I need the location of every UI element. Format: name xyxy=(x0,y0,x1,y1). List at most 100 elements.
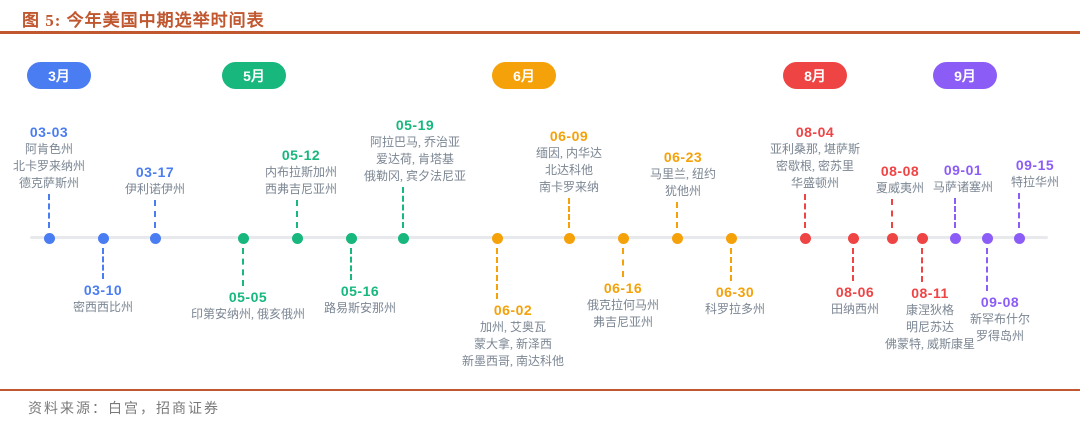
event-connector xyxy=(496,248,498,299)
event-connector xyxy=(921,248,923,282)
event-dot xyxy=(43,232,55,244)
month-pill-jun: 6月 xyxy=(492,62,556,89)
event-connector xyxy=(154,200,156,228)
event-location: 佛蒙特, 威斯康星 xyxy=(884,337,976,351)
event-dot xyxy=(345,232,357,244)
title-rule xyxy=(0,31,1080,34)
event-location: 华盛顿州 xyxy=(790,176,840,190)
month-pill-sep: 9月 xyxy=(933,62,997,89)
event-location: 田纳西州 xyxy=(830,302,880,316)
event-connector xyxy=(730,248,732,281)
event-date: 05-19 xyxy=(395,117,435,133)
event-dot xyxy=(886,232,898,244)
event-location: 北达科他 xyxy=(544,163,594,177)
event-connector xyxy=(242,248,244,286)
event-date: 03-10 xyxy=(83,282,123,298)
event-location: 密歇根, 密苏里 xyxy=(775,159,855,173)
event-dot xyxy=(491,232,503,244)
event-label: 05-05 印第安纳州, 俄亥俄州 xyxy=(191,288,305,323)
event-dot xyxy=(1013,232,1025,244)
event-date: 06-02 xyxy=(493,302,533,318)
month-pill-mar: 3月 xyxy=(27,62,91,89)
event-date: 03-03 xyxy=(29,124,69,140)
event-location: 路易斯安那州 xyxy=(323,301,397,315)
event-dot xyxy=(97,232,109,244)
event-connector xyxy=(568,198,570,228)
event-location: 内布拉斯加州 xyxy=(264,165,338,179)
event-location: 新罕布什尔 xyxy=(969,312,1031,326)
event-date: 03-17 xyxy=(135,164,175,180)
event-date: 06-30 xyxy=(715,284,755,300)
event-connector xyxy=(891,199,893,228)
event-location: 马萨诸塞州 xyxy=(932,180,994,194)
event-location: 阿肯色州 xyxy=(24,142,74,156)
event-date: 09-08 xyxy=(980,294,1020,310)
event-location: 罗得岛州 xyxy=(975,329,1025,343)
event-dot xyxy=(671,232,683,244)
event-label: 05-16 路易斯安那州 xyxy=(324,282,396,317)
event-label: 06-09 缅因, 内华达北达科他南卡罗来纳 xyxy=(536,127,602,196)
event-location: 犹他州 xyxy=(664,184,702,198)
event-dot xyxy=(725,232,737,244)
event-location: 俄勒冈, 宾夕法尼亚 xyxy=(363,169,467,183)
event-location: 缅因, 内华达 xyxy=(535,146,603,160)
event-location: 特拉华州 xyxy=(1010,175,1060,189)
event-dot xyxy=(237,232,249,244)
event-date: 08-06 xyxy=(835,284,875,300)
event-date: 06-09 xyxy=(549,128,589,144)
event-dot xyxy=(981,232,993,244)
event-date: 05-05 xyxy=(228,289,268,305)
event-date: 09-15 xyxy=(1015,157,1055,173)
event-location: 俄克拉何马州 xyxy=(586,298,660,312)
figure-title: 图 5: 今年美国中期选举时间表 xyxy=(22,11,265,30)
event-date: 06-23 xyxy=(663,149,703,165)
event-label: 09-01 马萨诸塞州 xyxy=(933,161,993,196)
event-connector xyxy=(402,187,404,228)
month-pill-may: 5月 xyxy=(222,62,286,89)
event-label: 08-06 田纳西州 xyxy=(831,283,879,318)
event-location: 科罗拉多州 xyxy=(704,302,766,316)
event-location: 伊利诺伊州 xyxy=(124,182,186,196)
event-dot xyxy=(847,232,859,244)
event-date: 08-08 xyxy=(880,163,920,179)
event-location: 密西西比州 xyxy=(72,300,134,314)
event-date: 05-16 xyxy=(340,283,380,299)
event-connector xyxy=(986,248,988,291)
timeline-axis xyxy=(30,236,1048,239)
event-connector xyxy=(954,198,956,228)
event-date: 09-01 xyxy=(943,162,983,178)
event-location: 康涅狄格 xyxy=(905,303,955,317)
event-label: 03-17 伊利诺伊州 xyxy=(125,163,185,198)
event-label: 06-23 马里兰, 纽约犹他州 xyxy=(650,148,716,200)
event-date: 08-11 xyxy=(911,285,949,301)
event-dot xyxy=(799,232,811,244)
event-location: 德克萨斯州 xyxy=(18,176,80,190)
event-location: 马里兰, 纽约 xyxy=(649,167,717,181)
event-dot xyxy=(149,232,161,244)
event-label: 09-08 新罕布什尔罗得岛州 xyxy=(970,293,1030,345)
event-location: 爱达荷, 肯塔基 xyxy=(375,152,455,166)
event-connector xyxy=(622,248,624,277)
month-pill-aug: 8月 xyxy=(783,62,847,89)
event-dot xyxy=(949,232,961,244)
event-location: 印第安纳州, 俄亥俄州 xyxy=(190,307,306,321)
event-location: 南卡罗来纳 xyxy=(538,180,600,194)
event-dot xyxy=(397,232,409,244)
event-label: 03-10 密西西比州 xyxy=(73,281,133,316)
event-connector xyxy=(804,194,806,228)
footer-rule xyxy=(0,389,1080,391)
event-location: 加州, 艾奥瓦 xyxy=(479,320,547,334)
event-location: 西弗吉尼亚州 xyxy=(264,182,338,196)
event-connector xyxy=(1018,193,1020,228)
event-connector xyxy=(296,200,298,228)
event-connector xyxy=(350,248,352,280)
